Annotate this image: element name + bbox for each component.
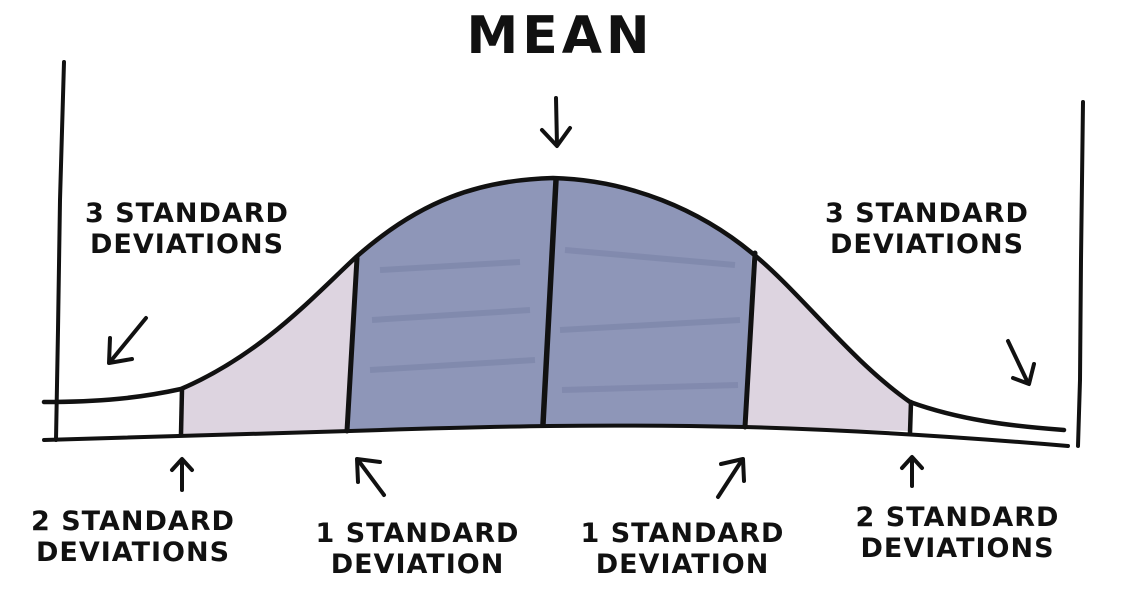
left-axis-line	[54, 60, 66, 442]
label-line: DEVIATION	[595, 549, 770, 581]
label-line: 2 STANDARD	[31, 506, 235, 537]
top-left-arrow-icon	[107, 316, 148, 365]
divider-mean	[540, 177, 559, 427]
bottom-mid-right-arrow-icon	[716, 457, 746, 499]
mean-title: MEAN	[466, 6, 654, 66]
divider-plus-1sd	[742, 250, 758, 430]
mean-arrow-icon	[540, 96, 572, 148]
label-line: 2 STANDARD	[855, 502, 1060, 533]
label-3-sd-right: 3 STANDARD DEVIATIONS	[802, 198, 1052, 261]
right-axis-line	[1076, 100, 1085, 448]
label-line: DEVIATIONS	[860, 533, 1055, 565]
inner-band-texture	[369, 247, 741, 393]
label-3-sd-left: 3 STANDARD DEVIATIONS	[62, 198, 312, 261]
bottom-mid-left-arrow-icon	[355, 457, 386, 497]
top-right-arrow-icon	[1006, 339, 1036, 386]
bottom-far-left-arrow-icon	[170, 457, 194, 492]
label-line: DEVIATIONS	[829, 229, 1025, 261]
label-line: DEVIATION	[330, 549, 505, 581]
bottom-far-right-arrow-icon	[900, 455, 924, 488]
bell-curve	[41, 175, 1067, 433]
label-line: 1 STANDARD	[580, 518, 785, 549]
divider-minus-1sd	[344, 255, 360, 434]
label-line: 3 STANDARD	[825, 198, 1029, 229]
label-line: 3 STANDARD	[85, 198, 289, 229]
divider-minus-2sd	[178, 386, 185, 437]
label-1-sd-left: 1 STANDARD DEVIATION	[295, 518, 540, 581]
label-2-sd-right: 2 STANDARD DEVIATIONS	[830, 502, 1085, 565]
label-line: 1 STANDARD	[315, 518, 520, 549]
divider-plus-2sd	[907, 399, 914, 436]
label-1-sd-right: 1 STANDARD DEVIATION	[560, 518, 805, 581]
label-2-sd-left: 2 STANDARD DEVIATIONS	[8, 506, 258, 569]
label-line: DEVIATIONS	[35, 537, 231, 569]
label-line: DEVIATIONS	[89, 229, 285, 261]
baseline	[42, 423, 1070, 448]
